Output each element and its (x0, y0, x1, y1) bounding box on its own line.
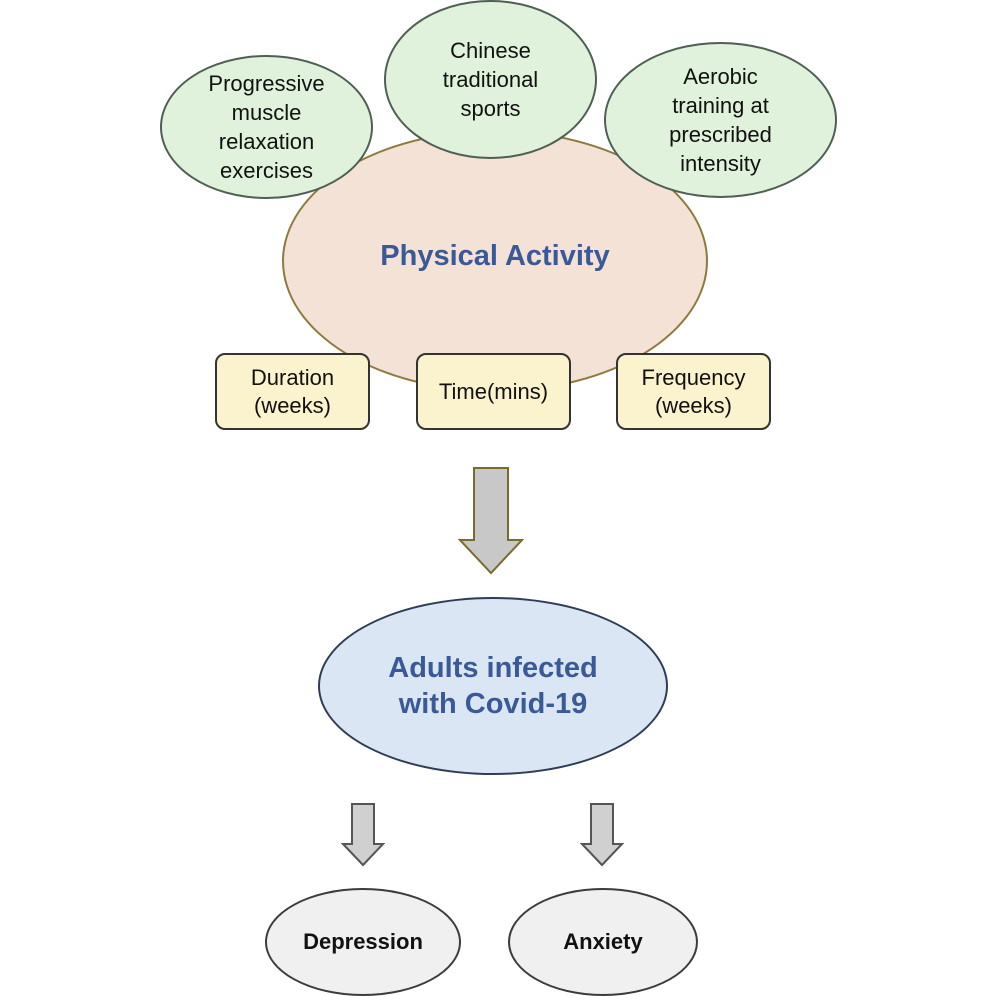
outcome-depression: Depression (265, 888, 461, 996)
parameter-label: Frequency (weeks) (641, 364, 746, 418)
activity-type-label: Progressive muscle relaxation exercises (208, 71, 325, 183)
activity-type-chinese-traditional-sports: Chinese traditional sports (384, 0, 597, 159)
physical-activity-label: Physical Activity (380, 240, 610, 272)
activity-type-label: Aerobic training at prescribed intensity (669, 64, 772, 176)
outcome-label: Depression (303, 929, 423, 954)
arrow-down-icon (580, 802, 624, 868)
arrow-down-icon (341, 802, 385, 868)
activity-type-label: Chinese traditional sports (442, 38, 539, 121)
arrow-down-icon (458, 466, 524, 576)
parameter-label: Time(mins) (438, 378, 549, 404)
outcome-label: Anxiety (563, 929, 643, 954)
activity-type-aerobic-training: Aerobic training at prescribed intensity (604, 42, 837, 198)
parameter-box-time: Time(mins) (416, 353, 571, 430)
parameter-label: Duration (weeks) (250, 364, 335, 418)
parameter-box-duration: Duration (weeks) (215, 353, 370, 430)
population-ellipse: Adults infected with Covid-19 (318, 597, 668, 775)
population-label: Adults infected with Covid-19 (388, 652, 598, 720)
outcome-anxiety: Anxiety (508, 888, 698, 996)
activity-type-progressive-muscle-relaxation: Progressive muscle relaxation exercises (160, 55, 373, 199)
parameter-box-frequency: Frequency (weeks) (616, 353, 771, 430)
